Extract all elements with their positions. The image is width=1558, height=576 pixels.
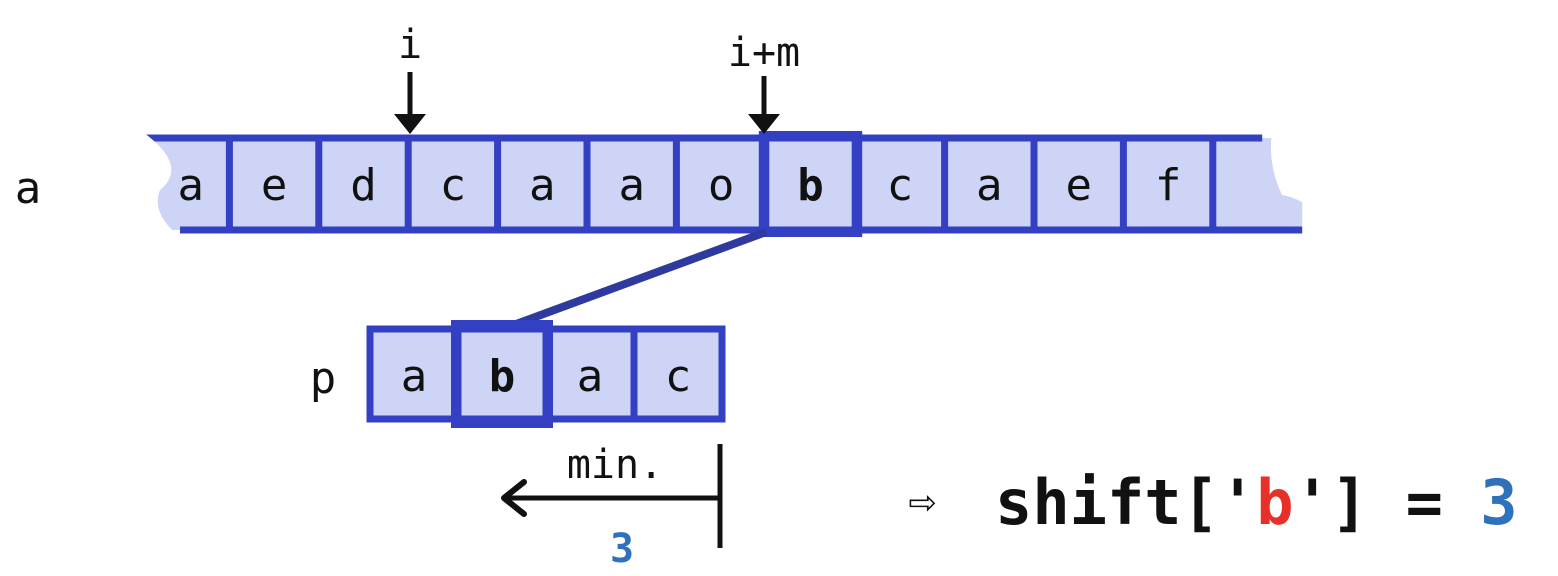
pattern-row-label: p [310,353,337,404]
pattern-cell-char: a [577,351,604,402]
marker-i-plus-m-label: i+m [728,30,800,76]
torn-right-edge [1270,130,1343,240]
min-distance-indicator: min. 3 [501,442,723,572]
text-cell-char-highlighted: b [797,160,824,211]
text-cell-char: a [529,160,556,211]
text-cell-char: f [1155,160,1182,211]
text-row-band [140,138,1303,230]
min-label: min. [567,442,663,488]
shift-formula: shift['b'] = 3 [995,466,1518,539]
text-cell-char: d [350,160,377,211]
text-cell-char: e [1065,160,1092,211]
pattern-cell-char: c [665,351,692,402]
pattern-cell-char-highlighted: b [489,351,516,402]
shift-formula-char: b [1256,466,1293,539]
left-arrow-head-icon [501,479,527,517]
shift-formula-open: shift[' [995,466,1256,539]
text-cell-char: c [887,160,914,211]
implies-arrow-icon: ⇨ [908,473,936,527]
shift-result: ⇨ shift['b'] = 3 [908,466,1517,539]
text-cell-char: a [976,160,1003,211]
torn-left-edge [120,130,184,240]
shift-formula-value: 3 [1480,466,1517,539]
text-cell-char: o [708,160,735,211]
text-cell-char: c [440,160,467,211]
text-cell-char: a [618,160,645,211]
text-cell-char: a [177,160,204,211]
marker-i: i [394,22,426,134]
text-row-label: a [15,163,42,214]
marker-i-plus-m-arrow-head-icon [748,114,780,134]
shift-formula-close: '] = [1294,466,1481,539]
marker-i-label: i [398,22,422,68]
pattern-cell-char: a [401,351,428,402]
text-cell-char: e [261,160,288,211]
alignment-connector [498,228,768,334]
marker-i-arrow-head-icon [394,114,426,134]
distance-value: 3 [610,526,634,572]
marker-i-plus-m: i+m [728,30,800,134]
